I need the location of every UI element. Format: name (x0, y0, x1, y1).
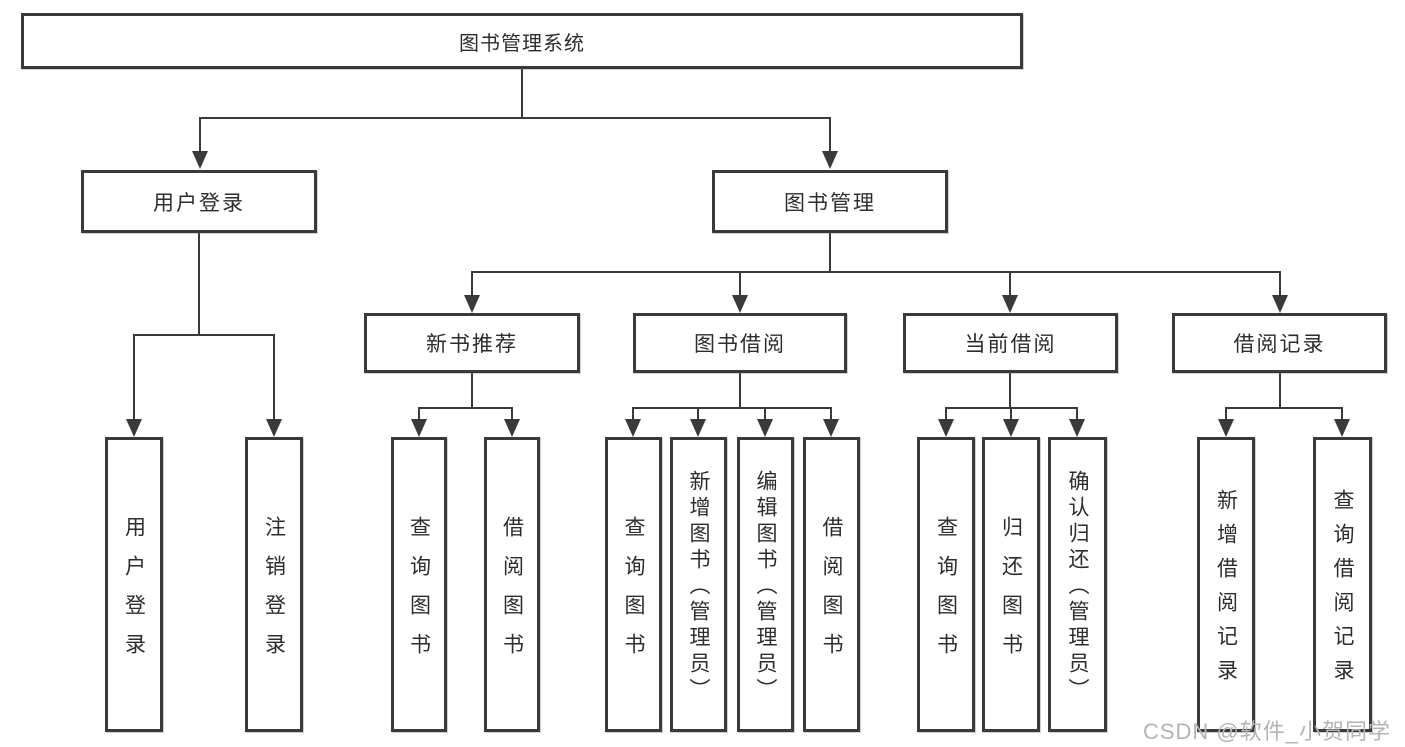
node-label: 用户登录 (122, 515, 146, 672)
connector-records-rail (1225, 407, 1343, 409)
connector-current-stem (1009, 373, 1011, 409)
connector-drop (1010, 407, 1012, 421)
arrow-down-icon (625, 419, 641, 437)
leaf-user-login: 用户登录 (105, 437, 163, 732)
node-label: 编辑图书（管理员） (754, 470, 777, 704)
connector-drop-borrowing-records (1279, 271, 1281, 297)
node-label: 查询图书 (622, 515, 645, 672)
node-label: 新书推荐 (426, 333, 518, 356)
arrow-down-icon (1272, 295, 1288, 313)
node-library-system: 图书管理系统 (21, 13, 1023, 69)
arrow-down-icon (1003, 419, 1019, 437)
node-label: 图书管理系统 (459, 32, 585, 55)
arrow-down-icon (938, 419, 954, 437)
connector-drop (697, 407, 699, 421)
arrow-down-icon (464, 295, 480, 313)
connector-drop (1341, 407, 1343, 421)
connector-borrowing-rail (632, 407, 832, 409)
node-label: 图书借阅 (694, 333, 786, 356)
leaf-current-return-books: 归还图书 (982, 437, 1040, 732)
node-user-login: 用户登录 (81, 170, 317, 233)
connector-records-stem (1279, 373, 1281, 409)
connector-drop-book-borrowing (739, 271, 741, 297)
node-new-book-recommend: 新书推荐 (364, 313, 580, 373)
node-label: 用户登录 (153, 191, 245, 215)
node-borrowing-records: 借阅记录 (1172, 313, 1387, 373)
arrow-down-icon (411, 419, 427, 437)
arrow-down-icon (192, 151, 208, 169)
connector-root-stem (521, 69, 523, 119)
node-label: 归还图书 (999, 515, 1023, 672)
node-book-management: 图书管理 (712, 170, 948, 233)
arrow-down-icon (822, 151, 838, 169)
node-label: 借阅记录 (1233, 333, 1326, 356)
leaf-borrowing-borrow-books: 借阅图书 (803, 437, 860, 732)
node-label: 注销登录 (262, 515, 286, 672)
connector-drop-book-management (829, 117, 831, 153)
leaf-borrowing-add-books-admin: 新增图书（管理员） (670, 437, 727, 732)
arrow-down-icon (823, 419, 839, 437)
connector-drop (764, 407, 766, 421)
connector-drop (1076, 407, 1078, 421)
arrow-down-icon (504, 419, 520, 437)
node-label: 当前借阅 (964, 333, 1057, 356)
arrow-down-icon (1069, 419, 1085, 437)
node-label: 借阅图书 (820, 515, 843, 672)
node-label: 查询图书 (407, 515, 431, 672)
connector-drop (418, 407, 420, 421)
node-label: 查询借阅记录 (1331, 489, 1354, 693)
node-label: 新增借阅记录 (1214, 489, 1238, 693)
connector-book-management-stem (829, 233, 831, 273)
node-current-borrowing: 当前借阅 (903, 313, 1118, 373)
connector-user-login-stem (198, 233, 200, 336)
node-label: 图书管理 (784, 191, 876, 215)
leaf-newbook-borrow-books: 借阅图书 (484, 437, 540, 732)
leaf-records-add-borrow-record: 新增借阅记录 (1197, 437, 1255, 732)
node-book-borrowing: 图书借阅 (633, 313, 847, 373)
connector-newbook-rail (418, 407, 513, 409)
connector-drop-user-login (199, 117, 201, 153)
node-label: 查询图书 (934, 515, 958, 672)
arrow-down-icon (1334, 419, 1350, 437)
connector-level1-rail (199, 117, 831, 119)
leaf-current-query-books: 查询图书 (917, 437, 975, 732)
connector-level2-rail (471, 271, 1281, 273)
arrow-down-icon (757, 419, 773, 437)
arrow-down-icon (1218, 419, 1234, 437)
connector-drop-current-borrowing (1009, 271, 1011, 297)
connector-drop (830, 407, 832, 421)
leaf-logout: 注销登录 (245, 437, 303, 732)
arrow-down-icon (266, 419, 282, 437)
arrow-down-icon (732, 295, 748, 313)
arrow-down-icon (1002, 295, 1018, 313)
connector-drop-leaf-logout (273, 334, 275, 421)
csdn-watermark: CSDN @软件_小贺同学 (1142, 719, 1391, 744)
arrow-down-icon (126, 419, 142, 437)
connector-newbook-stem (471, 373, 473, 409)
connector-drop (945, 407, 947, 421)
connector-drop-new-book-recommend (471, 271, 473, 297)
connector-drop (632, 407, 634, 421)
leaf-records-query-borrow-record: 查询借阅记录 (1313, 437, 1372, 732)
connector-drop-leaf-user-login (133, 334, 135, 421)
connector-user-login-rail (133, 334, 275, 336)
leaf-newbook-query-books: 查询图书 (391, 437, 447, 732)
node-label: 借阅图书 (500, 515, 524, 672)
arrow-down-icon (690, 419, 706, 437)
connector-drop (1225, 407, 1227, 421)
leaf-current-confirm-return-admin: 确认归还（管理员） (1048, 437, 1107, 732)
connector-borrowing-stem (739, 373, 741, 409)
node-label: 确认归还（管理员） (1066, 470, 1089, 704)
leaf-borrowing-edit-books-admin: 编辑图书（管理员） (737, 437, 794, 732)
connector-drop (511, 407, 513, 421)
node-label: 新增图书（管理员） (687, 470, 710, 704)
leaf-borrowing-query-books: 查询图书 (605, 437, 662, 732)
